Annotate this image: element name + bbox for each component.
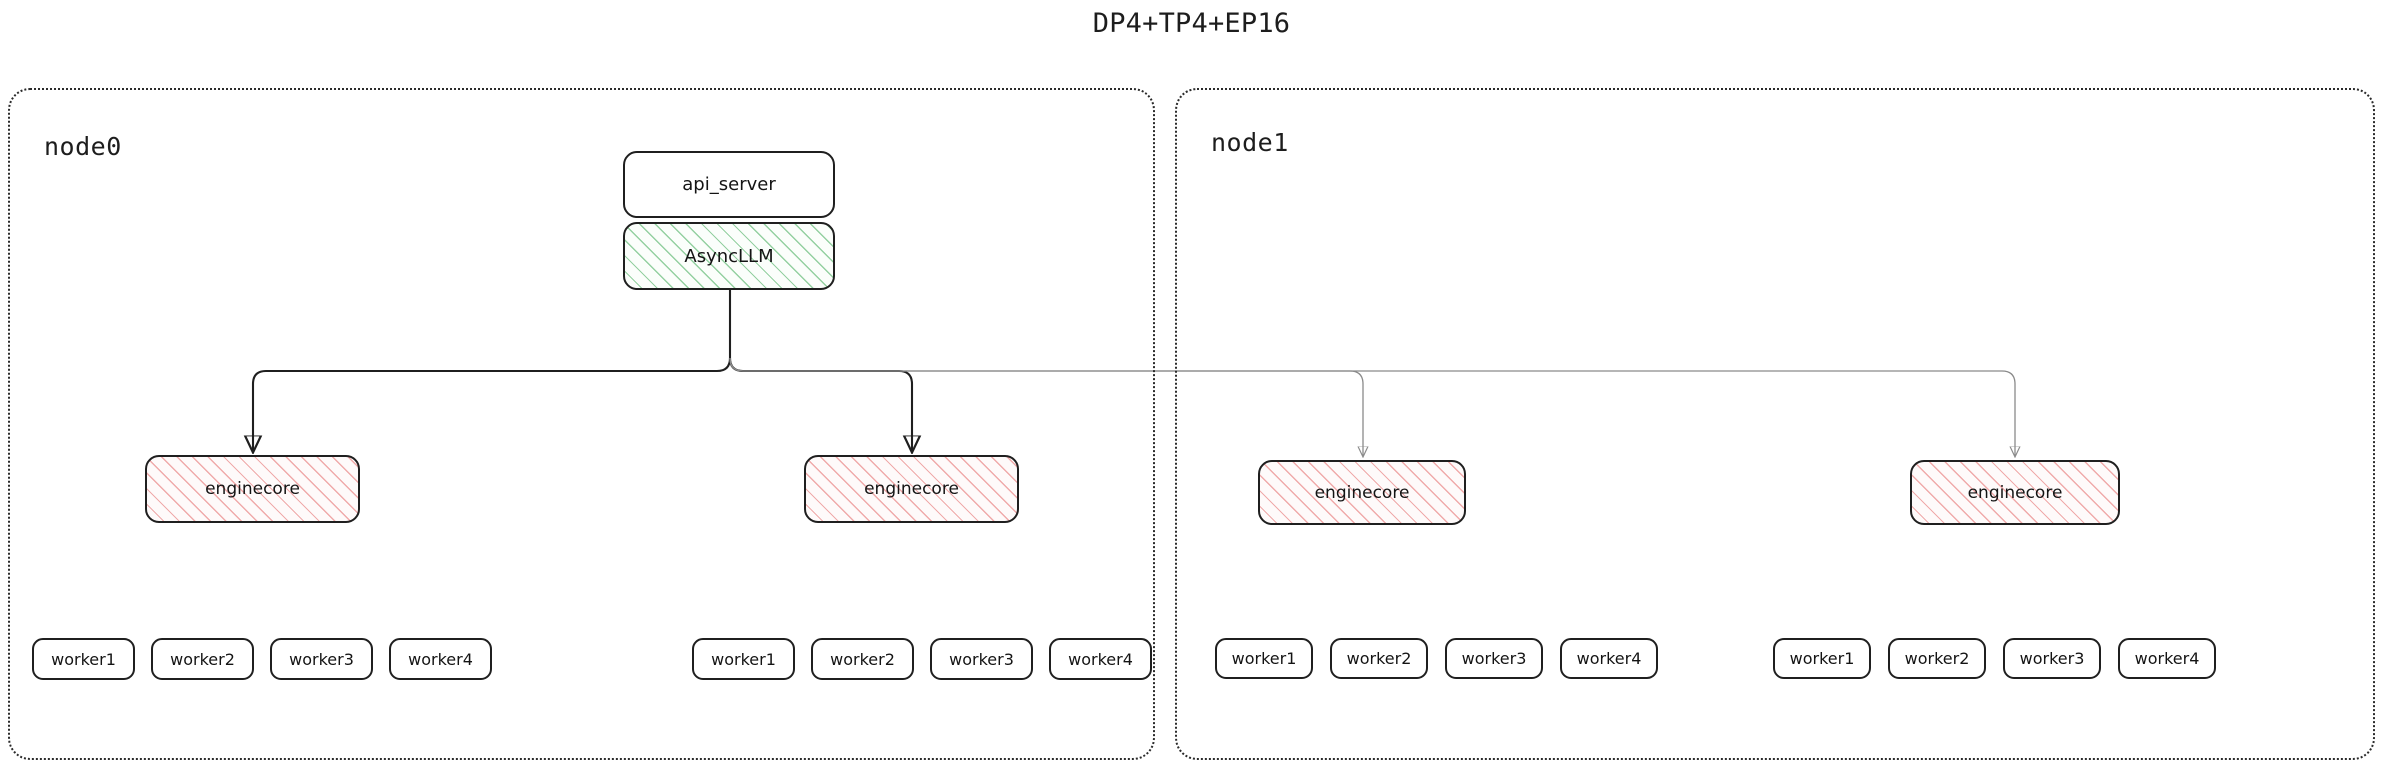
worker-box[interactable]: worker4 [1560, 638, 1658, 679]
node-label-node0: node0 [44, 132, 122, 161]
worker-box[interactable]: worker4 [389, 638, 492, 680]
enginecore-box-0[interactable]: enginecore [145, 455, 360, 523]
worker-box[interactable]: worker3 [2003, 638, 2101, 679]
worker-box[interactable]: worker3 [930, 638, 1033, 680]
node-container-node1 [1175, 88, 2375, 760]
page-title: DP4+TP4+EP16 [1092, 8, 1291, 39]
enginecore-box-3[interactable]: enginecore [1910, 460, 2120, 525]
worker-box[interactable]: worker4 [2118, 638, 2216, 679]
worker-box[interactable]: worker2 [1888, 638, 1986, 679]
node-container-node0 [8, 88, 1155, 760]
worker-box[interactable]: worker3 [1445, 638, 1543, 679]
worker-box[interactable]: worker1 [1773, 638, 1871, 679]
node-label-node1: node1 [1211, 128, 1289, 157]
worker-box[interactable]: worker1 [692, 638, 795, 680]
worker-box[interactable]: worker4 [1049, 638, 1152, 680]
enginecore-box-1[interactable]: enginecore [804, 455, 1019, 523]
worker-box[interactable]: worker1 [1215, 638, 1313, 679]
worker-box[interactable]: worker3 [270, 638, 373, 680]
api-server-box[interactable]: api_server [623, 151, 835, 218]
enginecore-box-2[interactable]: enginecore [1258, 460, 1466, 525]
worker-box[interactable]: worker2 [151, 638, 254, 680]
worker-box[interactable]: worker1 [32, 638, 135, 680]
worker-box[interactable]: worker2 [1330, 638, 1428, 679]
worker-box[interactable]: worker2 [811, 638, 914, 680]
asyncllm-box[interactable]: AsyncLLM [623, 222, 835, 290]
